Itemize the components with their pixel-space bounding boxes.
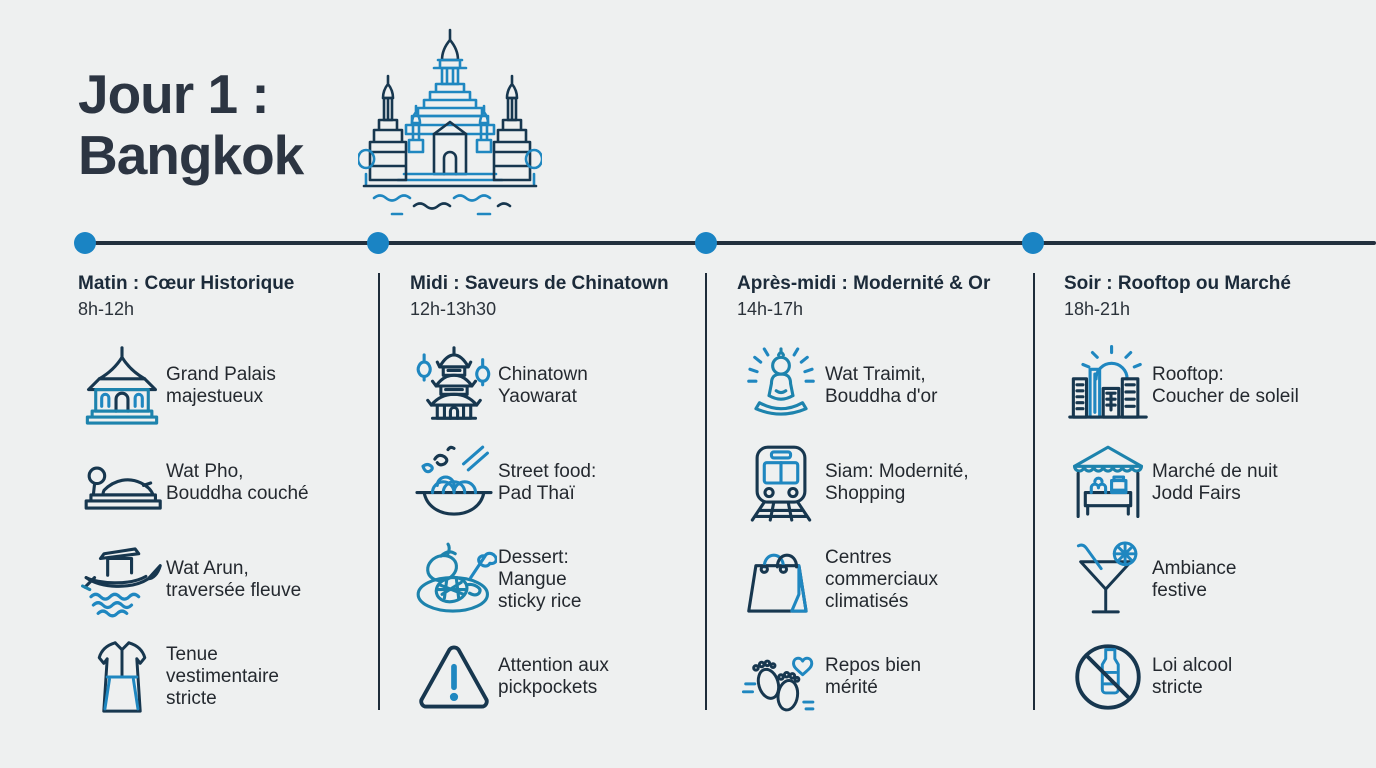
no-alcohol-icon: [1064, 636, 1152, 718]
column-heading: Midi : Saveurs de Chinatown: [410, 273, 669, 294]
list-item: Wat Pho, Bouddha couché: [78, 434, 370, 531]
column-divider: [1033, 273, 1035, 710]
warning-triangle-icon: [410, 636, 498, 718]
column-heading: Matin : Cœur Historique: [78, 273, 295, 294]
list-item: Siam: Modernité, Shopping: [737, 434, 1024, 531]
timeline-line: [85, 241, 1376, 245]
pagoda-lanterns-icon: [410, 343, 498, 429]
column-midday: Midi : Saveurs de Chinatown 12h-13h30: [410, 272, 696, 725]
item-label: Repos bien mérité: [825, 654, 922, 698]
column-time: 12h-13h30: [410, 299, 497, 319]
list-item: Wat Traimit, Bouddha d'or: [737, 337, 1024, 434]
item-list: Chinatown Yaowarat Street food: Pad Thaï: [410, 337, 696, 725]
mango-sticky-rice-icon: [410, 537, 498, 623]
list-item: Wat Arun, traversée fleuve: [78, 531, 370, 628]
title-line-2: Bangkok: [78, 124, 304, 186]
item-label: Siam: Modernité, Shopping: [825, 460, 969, 504]
timeline-dot: [74, 232, 96, 254]
wat-arun-temple-icon: [356, 22, 544, 218]
list-item: Marché de nuit Jodd Fairs: [1064, 434, 1366, 531]
column-afternoon: Après-midi : Modernité & Or 14h-17h Wat …: [737, 272, 1024, 725]
cocktail-icon: [1064, 539, 1152, 621]
list-item: Grand Palais majestueux: [78, 337, 370, 434]
list-item: Rooftop: Coucher de soleil: [1064, 337, 1366, 434]
shopping-bag-icon: [737, 537, 825, 623]
column-divider: [705, 273, 707, 710]
list-item: Ambiance festive: [1064, 531, 1366, 628]
item-label: Chinatown Yaowarat: [498, 363, 588, 407]
list-item: Repos bien mérité: [737, 628, 1024, 725]
list-item: Street food: Pad Thaï: [410, 434, 696, 531]
list-item: Tenue vestimentaire stricte: [78, 628, 370, 725]
skyline-sunset-icon: [1064, 343, 1152, 429]
feet-rest-icon: [737, 636, 825, 718]
item-label: Marché de nuit Jodd Fairs: [1152, 460, 1278, 504]
item-label: Tenue vestimentaire stricte: [166, 643, 279, 709]
golden-buddha-icon: [737, 343, 825, 429]
thai-temple-icon: [78, 343, 166, 429]
title-line-1: Jour 1 :: [78, 63, 270, 125]
column-time: 18h-21h: [1064, 299, 1131, 319]
item-label: Rooftop: Coucher de soleil: [1152, 363, 1299, 407]
wok-noodles-icon: [410, 440, 498, 526]
item-label: Wat Pho, Bouddha couché: [166, 460, 309, 504]
timeline-dot: [695, 232, 717, 254]
item-label: Loi alcool stricte: [1152, 654, 1233, 698]
item-label: Street food: Pad Thaï: [498, 460, 597, 504]
item-label: Attention aux pickpockets: [498, 654, 609, 698]
reclining-buddha-icon: [78, 440, 166, 526]
market-stall-icon: [1064, 440, 1152, 526]
column-evening: Soir : Rooftop ou Marché 18h-21h: [1064, 272, 1366, 725]
column-time: 14h-17h: [737, 299, 804, 319]
item-list: Rooftop: Coucher de soleil Marché de nui…: [1064, 337, 1366, 725]
timeline-dot: [1022, 232, 1044, 254]
column-heading: Après-midi : Modernité & Or: [737, 273, 991, 294]
item-list: Grand Palais majestueux Wat Pho, Bouddha…: [78, 337, 370, 725]
timeline-dot: [367, 232, 389, 254]
dress-code-robe-icon: [78, 636, 166, 718]
list-item: Dessert: Mangue sticky rice: [410, 531, 696, 628]
item-list: Wat Traimit, Bouddha d'or Siam: Modernit…: [737, 337, 1024, 725]
item-label: Centres commerciaux climatisés: [825, 546, 938, 612]
item-label: Grand Palais majestueux: [166, 363, 276, 407]
longtail-boat-icon: [78, 537, 166, 623]
item-label: Wat Arun, traversée fleuve: [166, 557, 302, 601]
list-item: Loi alcool stricte: [1064, 628, 1366, 725]
page-title: Jour 1 :Bangkok: [78, 63, 304, 186]
column-morning: Matin : Cœur Historique 8h-12h Grand Pal…: [78, 272, 370, 725]
item-label: Ambiance festive: [1152, 557, 1237, 601]
list-item: Centres commerciaux climatisés: [737, 531, 1024, 628]
column-time: 8h-12h: [78, 299, 135, 319]
item-label: Wat Traimit, Bouddha d'or: [825, 363, 938, 407]
item-label: Dessert: Mangue sticky rice: [498, 546, 582, 612]
list-item: Attention aux pickpockets: [410, 628, 696, 725]
column-heading: Soir : Rooftop ou Marché: [1064, 273, 1291, 294]
column-divider: [378, 273, 380, 710]
bts-train-icon: [737, 440, 825, 526]
list-item: Chinatown Yaowarat: [410, 337, 696, 434]
